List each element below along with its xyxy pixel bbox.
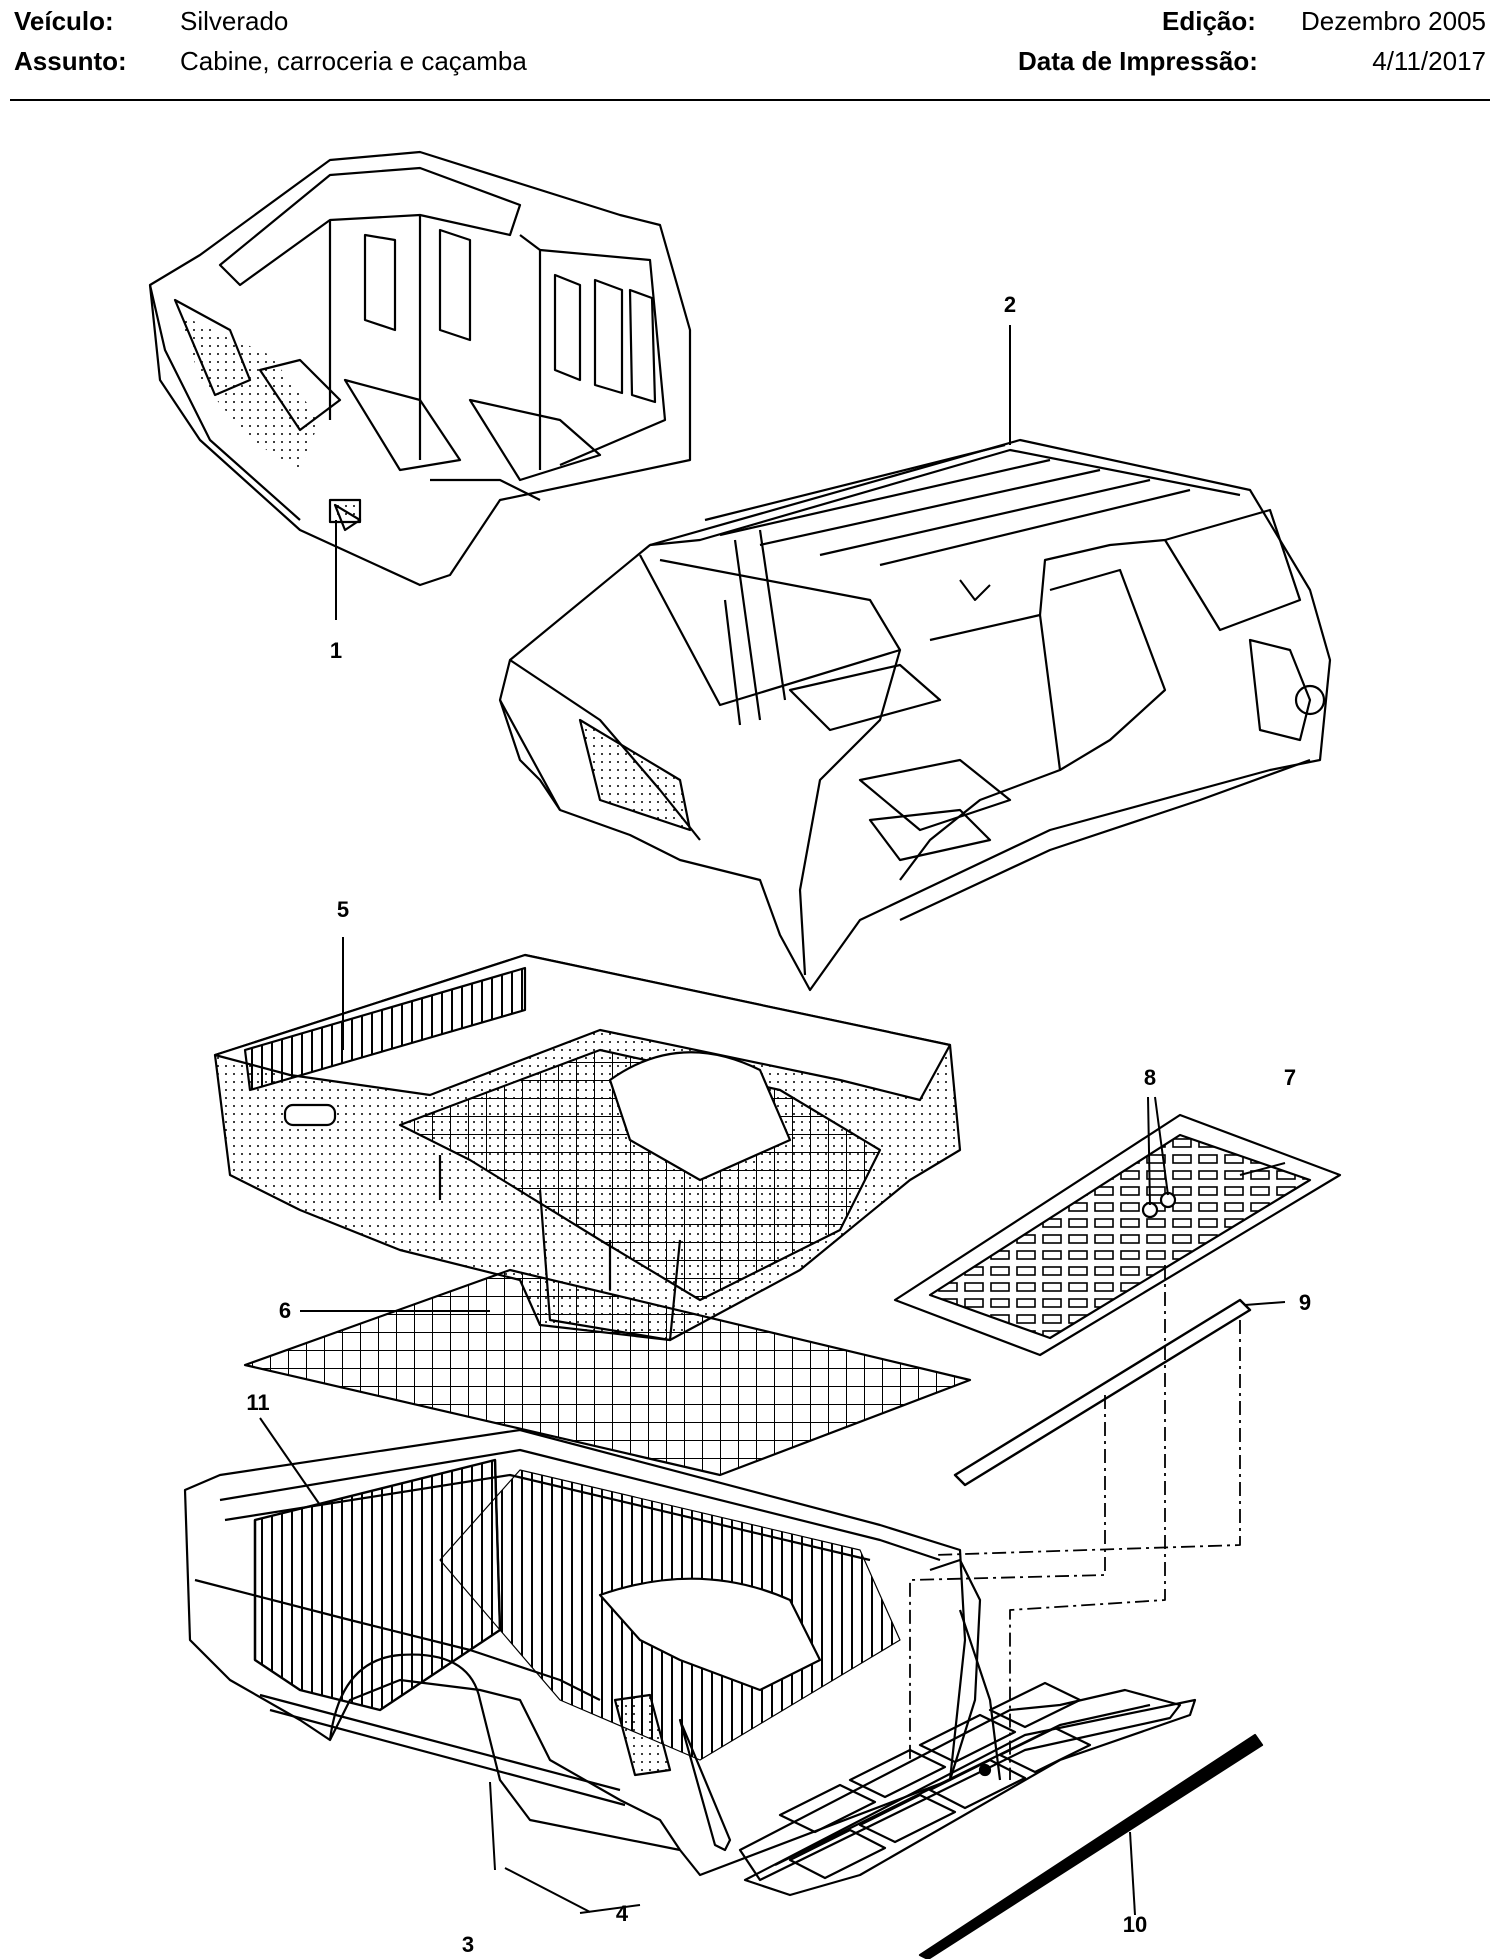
tailgate-liner-icon <box>893 1113 1342 1357</box>
leader-lines <box>259 325 1286 1916</box>
vehicle-label: Veículo: <box>14 6 114 36</box>
callout-2: 2 <box>1004 292 1016 317</box>
callout-7: 7 <box>1284 1065 1296 1090</box>
tailgate-cap-strip-icon <box>953 1298 1252 1487</box>
callout-6: 6 <box>279 1298 291 1323</box>
callout-1: 1 <box>330 638 342 663</box>
callout-8: 8 <box>1144 1065 1156 1090</box>
single-cab-body-shell-icon <box>148 150 692 587</box>
tailgate-seal-strip-icon <box>918 1733 1264 1959</box>
edition-value: Dezembro 2005 <box>1301 6 1486 36</box>
callout-3: 3 <box>462 1932 474 1957</box>
callout-5: 5 <box>337 897 349 922</box>
extended-cab-body-shell-icon <box>498 438 1332 992</box>
pickup-bed-side-icon <box>183 1428 1002 1877</box>
callout-10: 10 <box>1123 1912 1147 1937</box>
callout-11: 11 <box>246 1390 269 1415</box>
vehicle-value: Silverado <box>180 6 289 36</box>
header-divider <box>10 99 1490 101</box>
callout-labels: 1 2 3 4 5 6 7 8 9 10 11 <box>246 292 1311 1957</box>
bed-mat-icon <box>243 1268 972 1477</box>
callout-4: 4 <box>616 1901 629 1926</box>
assembly-lines <box>909 1265 1241 1780</box>
subject-label: Assunto: <box>14 46 127 76</box>
print-date-value: 4/11/2017 <box>1372 46 1486 76</box>
callout-9: 9 <box>1299 1290 1311 1315</box>
print-date-label: Data de Impressão: <box>1018 46 1258 76</box>
subject-value: Cabine, carroceria e caçamba <box>180 46 527 76</box>
bed-divider-icon <box>253 1458 502 1712</box>
tailgate-icon <box>738 1681 1197 1897</box>
bed-liner-icon <box>213 953 962 1342</box>
edition-label: Edição: <box>1162 6 1256 36</box>
page-header: Veículo: Silverado Assunto: Cabine, carr… <box>0 0 1500 101</box>
